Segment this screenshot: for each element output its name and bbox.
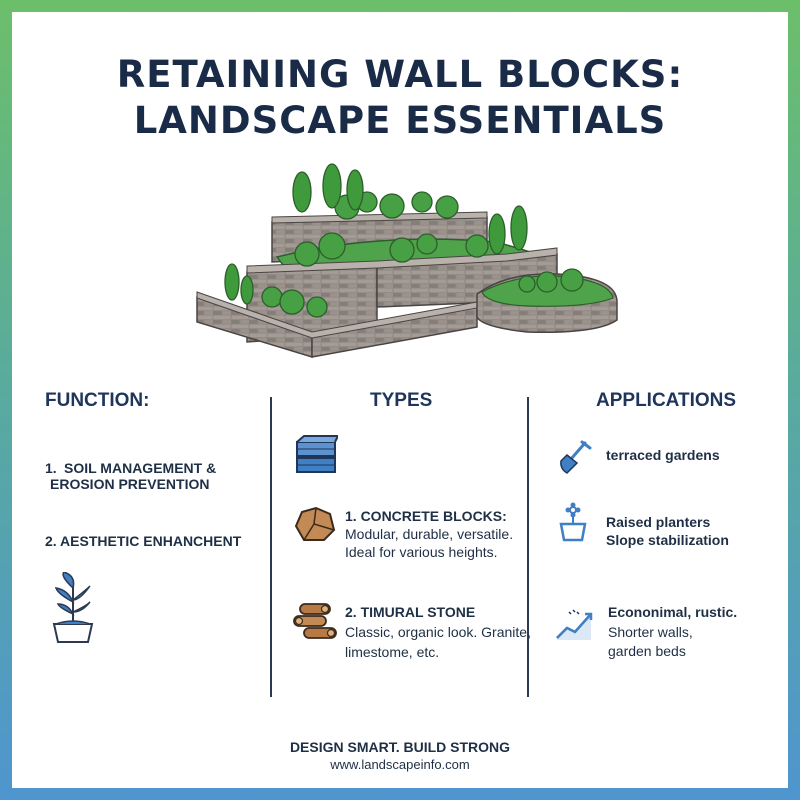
stone-icon [294, 506, 336, 541]
applications-item-2-line-1: Raised planters [606, 514, 711, 530]
function-item-1-line-1: SOIL MANAGEMENT & [64, 460, 217, 476]
potted-plant-icon [52, 572, 94, 643]
title-line-1: RETAINING WALL BLOCKS: [116, 53, 684, 96]
applications-heading: APPLICATIONS [596, 390, 737, 411]
footer-url[interactable]: www.landscapeinfo.com [330, 757, 470, 772]
types-item-1-desc-1: Modular, durable, versatile. [345, 526, 514, 542]
applications-item-3-desc-2: garden beds [608, 643, 686, 659]
footer-tagline: DESIGN SMART. BUILD STRONG [289, 739, 511, 755]
slope-chart-icon [556, 609, 593, 640]
timber-logs-icon [293, 603, 337, 639]
types-item-2-desc-1: Classic, organic look. Granite, [345, 624, 531, 640]
column-divider-right [527, 397, 529, 697]
types-item-2-desc-2: limestome, etc. [345, 644, 440, 660]
shovel-icon [560, 440, 592, 474]
applications-item-2-line-2: Slope stabilization [606, 532, 729, 548]
flower-pot-icon [559, 502, 587, 542]
function-item-2: 2. AESTHETIC ENHANCHENT [45, 533, 242, 549]
applications-item-3-desc-1: Shorter walls, [608, 624, 693, 640]
types-item-1-desc-2: Ideal for various heights. [345, 544, 498, 560]
function-item-1-number: 1. [45, 460, 57, 476]
types-item-1-title: 1. CONCRETE BLOCKS: [345, 508, 507, 524]
stacked-blocks-icon [296, 435, 338, 473]
title-line-2: LANDSCAPE ESSENTIALS [133, 99, 667, 142]
function-heading: FUNCTION: [45, 390, 150, 411]
applications-item-3-title: Econonimal, rustic. [608, 604, 738, 620]
page-title: RETAINING WALL BLOCKS: LANDSCAPE ESSENTI… [12, 52, 788, 144]
function-item-1-line-2: EROSION PREVENTION [50, 476, 210, 492]
column-divider-left [270, 397, 272, 697]
infographic-card: RETAINING WALL BLOCKS: LANDSCAPE ESSENTI… [12, 12, 788, 788]
types-heading: TYPES [370, 390, 433, 411]
applications-item-1: terraced gardens [606, 447, 720, 463]
retaining-wall-illustration [196, 163, 618, 359]
types-item-2-title: 2. TIMURAL STONE [345, 604, 476, 620]
